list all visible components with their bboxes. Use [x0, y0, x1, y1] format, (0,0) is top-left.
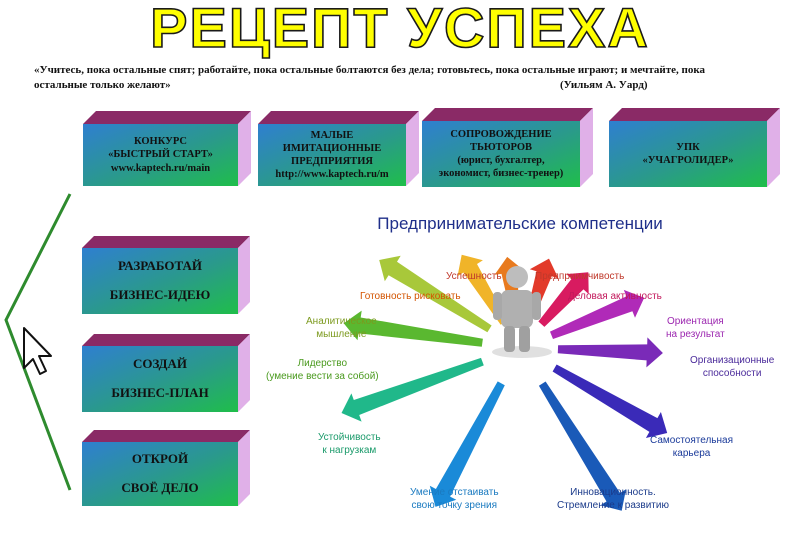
top-box-4-line: УПК: [676, 141, 700, 153]
person-icon: [492, 266, 552, 358]
competency-label: Успешность: [446, 271, 502, 284]
top-box-3-line: СОПРОВОЖДЕНИЕ: [450, 128, 552, 140]
competency-label-line: свою точку зрения: [411, 499, 498, 511]
step-box-1-line: РАЗРАБОТАЙ: [117, 258, 202, 274]
competency-label: Лидерство(умение вести за собой): [266, 358, 379, 383]
competency-label: Предприимчивость: [535, 271, 624, 284]
competency-arrow: [538, 381, 626, 511]
competency-label-line: Стремление к развитию: [557, 499, 669, 511]
step-box-2-line: СОЗДАЙ: [132, 356, 187, 372]
competency-label-line: Деловая активность: [568, 291, 662, 302]
top-box-2-line: ИМИТАЦИОННЫЕ: [282, 142, 382, 154]
competency-label-line: (умение вести за собой): [266, 370, 379, 382]
competency-label: Деловая активность: [568, 291, 662, 304]
competency-label-line: Успешность: [446, 271, 502, 282]
page-title: РЕЦЕПТ УСПЕХА: [149, 0, 650, 60]
quote-line-2: остальные только желают»: [34, 79, 171, 91]
bracket: [4, 193, 72, 491]
competency-label-line: Ориентация: [666, 316, 724, 327]
top-box-4-text: УПК «УЧАГРОЛИДЕР»: [609, 121, 767, 187]
competency-arrow: [550, 289, 645, 339]
competency-label: Инновационность.Стремление к развитию: [557, 487, 669, 512]
step-box-3-line: ОТКРОЙ: [131, 451, 189, 467]
quote-author: (Уильям А. Уард): [560, 79, 648, 91]
competency-label-line: Устойчивость: [318, 432, 381, 443]
competency-label: Готовность рисковать: [360, 291, 461, 304]
step-box-1-line: БИЗНЕС-ИДЕЮ: [109, 287, 211, 302]
top-box-3-line: экономист, бизнес-тренер): [438, 168, 564, 180]
step-box-3-line: СВОЁ ДЕЛО: [121, 480, 199, 495]
competency-label-line: Предприимчивость: [535, 271, 625, 282]
competency-label-line: Самостоятельная: [650, 435, 734, 446]
competency-label-line: Организационные: [690, 355, 775, 366]
step-box-2-text: СОЗДАЙ БИЗНЕС-ПЛАН: [82, 346, 238, 412]
competency-label-line: мышление: [316, 328, 367, 340]
competency-arrow: [538, 272, 589, 327]
competency-label-line: Умение отстаивать: [410, 487, 499, 498]
step-box-3-text: ОТКРОЙ СВОЁ ДЕЛО: [82, 442, 238, 506]
competency-arrow: [429, 381, 505, 507]
competency-arrow: [379, 255, 492, 333]
top-box-3-line: ТЬЮТОРОВ: [469, 141, 533, 153]
top-box-3-line: (юрист, бухгалтер,: [457, 155, 545, 166]
top-box-4-line: «УЧАГРОЛИДЕР»: [642, 155, 734, 166]
competency-label-line: Лидерство: [297, 358, 348, 369]
competency-label-line: Аналитическое: [306, 316, 377, 327]
top-box-1-line: www.kaptech.ru/main: [110, 162, 211, 174]
competency-label-line: Инновационность.: [570, 487, 656, 498]
top-box-1-text: КОНКУРС«БЫСТРЫЙ СТАРТ»www.kaptech.ru/mai…: [83, 124, 238, 186]
competency-label-line: карьера: [672, 447, 711, 459]
competency-arrow: [552, 364, 668, 438]
competency-label-line: к нагрузкам: [322, 444, 377, 456]
top-box-2-line: ПРЕДПРИЯТИЯ: [291, 156, 373, 167]
step-box-1-text: РАЗРАБОТАЙ БИЗНЕС-ИДЕЮ: [82, 248, 238, 314]
competency-arrow: [341, 357, 484, 422]
competency-label-line: способности: [702, 367, 762, 379]
competency-label-line: Готовность рисковать: [360, 291, 461, 302]
diagram-title: Предпринимательские компетенции: [377, 214, 663, 233]
competency-arrow: [557, 337, 663, 368]
quote-line-1: «Учитесь, пока остальные спят; работайте…: [34, 64, 706, 76]
top-box-2-line: http://www.kaptech.ru/m: [275, 169, 389, 181]
page-title-text: РЕЦЕПТ УСПЕХА: [150, 0, 650, 59]
top-box-1-line: «БЫСТРЫЙ СТАРТ»: [108, 149, 213, 161]
competency-arrow: [343, 310, 483, 347]
top-box-2-line: МАЛЫЕ: [310, 129, 354, 141]
top-box-1-line: КОНКУРС: [134, 136, 187, 148]
cursor-arrow-icon: [23, 327, 52, 375]
competency-label-line: на результат: [666, 328, 725, 340]
step-box-2-line: БИЗНЕС-ПЛАН: [111, 385, 209, 400]
